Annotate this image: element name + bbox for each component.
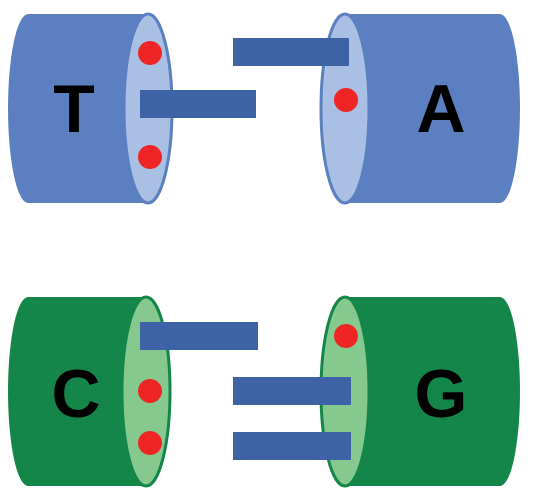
base-t-dot-bottom [138,145,162,169]
base-a-dot [334,88,358,112]
base-g-dot [334,324,358,348]
hydrogen-bond-stick [233,377,351,405]
pair-c-g: C G [7,295,520,488]
base-a-cylinder: A [319,12,520,205]
base-t-label: T [53,71,95,147]
base-a-label: A [416,71,465,147]
base-g-label: G [415,356,468,432]
base-c-label: C [51,356,100,432]
base-a-body [345,14,520,203]
base-c-dot-top [138,379,162,403]
hydrogen-bond-stick [233,38,349,66]
base-c-body [7,297,146,486]
base-t-cylinder: T [8,12,174,205]
pair-t-a: T A [8,12,520,205]
base-t-dot-top [138,41,162,65]
hydrogen-bond-stick [140,322,258,350]
base-g-body [345,297,520,486]
hydrogen-bond-stick [140,90,256,118]
base-c-dot-bottom [138,431,162,455]
hydrogen-bond-stick [233,432,351,460]
base-t-body [8,14,149,203]
